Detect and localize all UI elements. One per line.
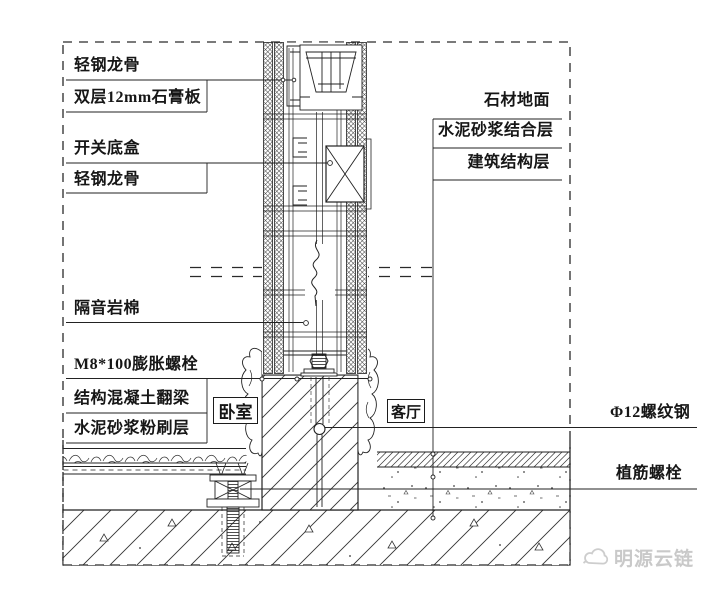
expansion-bolt-assembly xyxy=(284,350,346,377)
room-label-bedroom: 卧室 xyxy=(213,397,258,424)
floor-pedestal-anchor xyxy=(206,474,260,557)
floor-slab xyxy=(63,509,570,565)
label-building-structure-layer: 建筑结构层 xyxy=(467,154,550,171)
label-threaded-steel-bar: Φ12螺纹钢 xyxy=(610,404,691,421)
cloud-link-logo-icon xyxy=(582,548,609,565)
break-zigzag xyxy=(305,239,335,307)
border-overlay xyxy=(62,440,571,566)
label-switch-box: 开关底盒 xyxy=(74,140,141,157)
label-light-steel-keel-mid: 轻钢龙骨 xyxy=(74,171,141,188)
label-planted-bolt: 植筋螺栓 xyxy=(616,465,683,482)
label-light-steel-keel-top: 轻钢龙骨 xyxy=(74,57,141,74)
gypsum-boards xyxy=(263,42,367,374)
label-structural-concrete-beam: 结构混凝土翻梁 xyxy=(74,390,190,407)
left-leaders xyxy=(66,77,373,444)
living-room-floor-layers xyxy=(377,451,570,510)
watermark-brand-text: 明源云链 xyxy=(614,548,695,570)
switch-box xyxy=(325,138,372,210)
label-cement-plaster-layer: 水泥砂浆粉刷层 xyxy=(74,420,190,437)
right-leaders xyxy=(240,118,697,521)
label-expansion-bolt: M8*100膨胀螺栓 xyxy=(74,356,199,373)
keel-clips xyxy=(292,137,307,206)
partition-wall xyxy=(262,42,372,377)
watermark: 明源云链 xyxy=(582,543,694,571)
room-label-living-room: 客厅 xyxy=(387,399,425,423)
bedroom-floor-layers xyxy=(63,448,249,477)
label-sound-insulation-rockwool: 隔音岩棉 xyxy=(74,300,141,317)
label-double-gypsum-board: 双层12mm石膏板 xyxy=(74,89,202,106)
label-cement-bonding-layer: 水泥砂浆结合层 xyxy=(438,122,554,139)
label-stone-floor: 石材地面 xyxy=(483,92,550,109)
concrete-beam xyxy=(261,374,359,511)
threaded-rod xyxy=(310,377,330,507)
top-keel-profile xyxy=(286,44,363,111)
